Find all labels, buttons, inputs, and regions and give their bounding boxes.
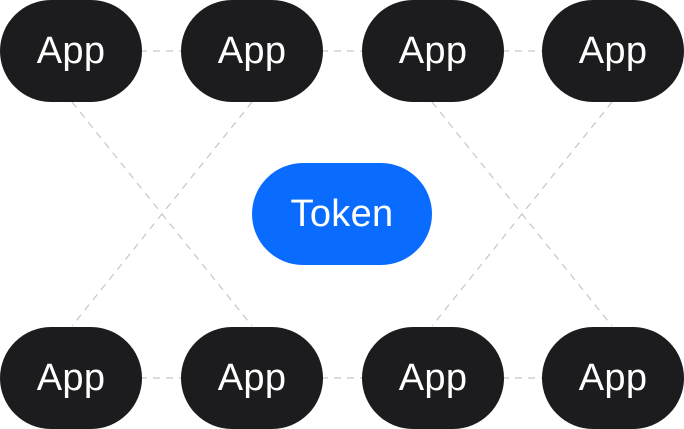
app-node: App bbox=[0, 0, 142, 102]
token-node: Token bbox=[252, 163, 432, 265]
app-node-label: App bbox=[398, 29, 468, 72]
app-node: App bbox=[0, 327, 142, 429]
app-node: App bbox=[362, 0, 504, 102]
app-node: App bbox=[542, 327, 684, 429]
app-node-label: App bbox=[36, 29, 106, 72]
app-node-label: App bbox=[578, 29, 648, 72]
app-node: App bbox=[181, 0, 323, 102]
app-node-label: App bbox=[578, 356, 648, 399]
app-node: App bbox=[362, 327, 504, 429]
app-node-label: App bbox=[217, 356, 287, 399]
app-node-label: App bbox=[217, 29, 287, 72]
app-node: App bbox=[542, 0, 684, 102]
app-node: App bbox=[181, 327, 323, 429]
app-node-label: App bbox=[36, 356, 106, 399]
connector-line bbox=[71, 101, 253, 327]
connector-line bbox=[431, 101, 613, 327]
app-node-label: App bbox=[398, 356, 468, 399]
token-node-label: Token bbox=[290, 192, 394, 235]
